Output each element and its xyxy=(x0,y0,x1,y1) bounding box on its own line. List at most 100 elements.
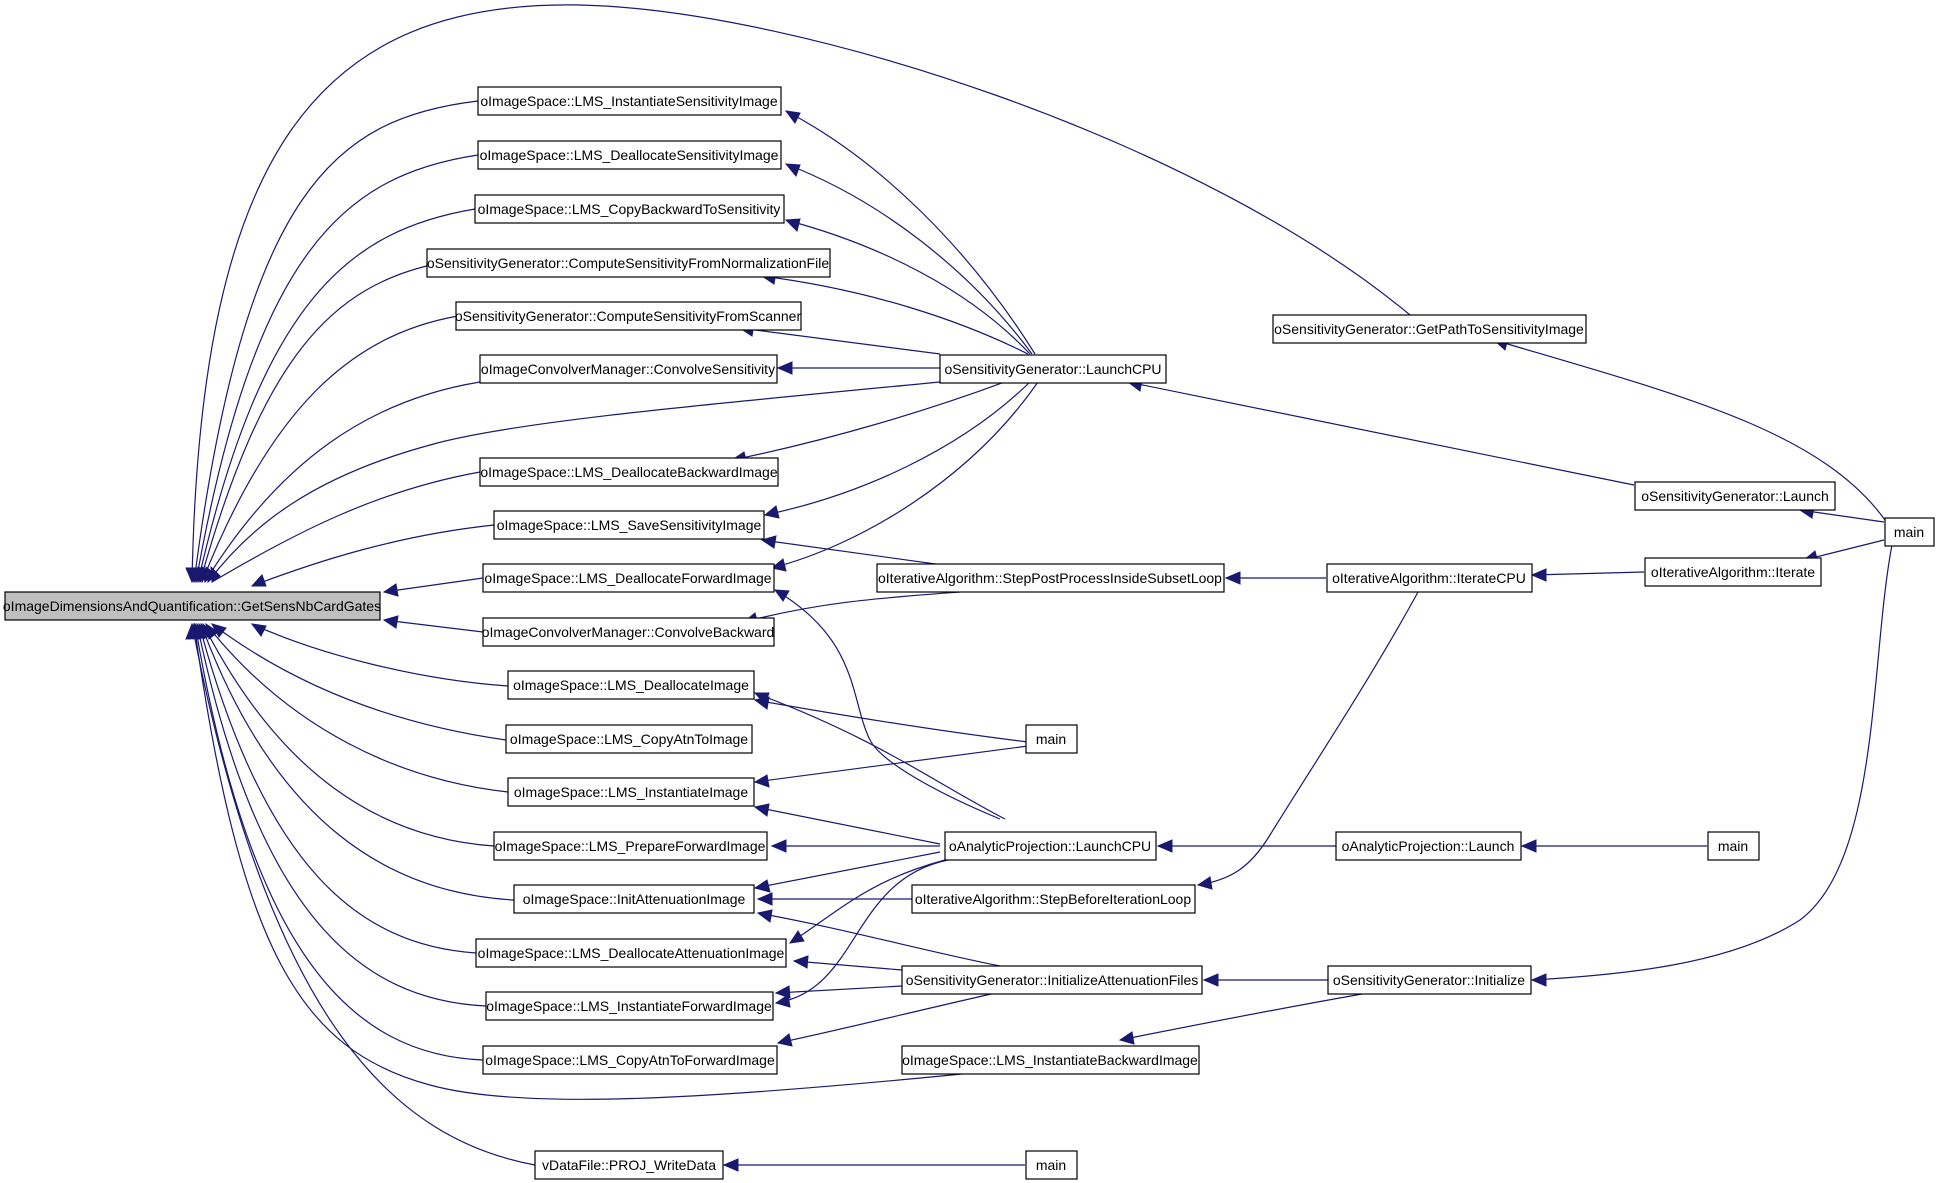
node-anaLaunch[interactable]: oAnalyticProjection::Launch xyxy=(1335,831,1522,861)
node-deallocAtn-label: oImageSpace::LMS_DeallocateAttenuationIm… xyxy=(478,945,785,961)
node-sensLaunch[interactable]: oSensitivityGenerator::Launch xyxy=(1634,481,1836,511)
node-main2-label: main xyxy=(1036,1157,1066,1173)
edge-main1-instImg xyxy=(753,745,1029,788)
edge-anaLaunchCPU-deallocImg xyxy=(753,692,1006,820)
node-iterCPU[interactable]: oIterativeAlgorithm::IterateCPU xyxy=(1326,563,1533,593)
node-compNorm[interactable]: oSensitivityGenerator::ComputeSensitivit… xyxy=(426,248,831,278)
node-main3-label: main xyxy=(1894,524,1924,540)
node-compScan[interactable]: oSensitivityGenerator::ComputeSensitivit… xyxy=(455,301,802,331)
node-instImg-label: oImageSpace::LMS_InstantiateImage xyxy=(514,784,748,800)
node-anaLaunch-label: oAnalyticProjection::Launch xyxy=(1342,838,1515,854)
edge-launchCPU-deallocSens xyxy=(784,163,1033,355)
node-deallocAtn[interactable]: oImageSpace::LMS_DeallocateAttenuationIm… xyxy=(475,938,787,968)
node-saveSens[interactable]: oImageSpace::LMS_SaveSensitivityImage xyxy=(493,510,765,540)
node-sensInit[interactable]: oSensitivityGenerator::Initialize xyxy=(1327,965,1532,995)
edge-stepPost-saveSens xyxy=(760,535,951,567)
node-convSens-label: oImageConvolverManager::ConvolveSensitiv… xyxy=(481,361,775,377)
node-iterate[interactable]: oIterativeAlgorithm::Iterate xyxy=(1644,557,1822,587)
edge-iterCPU-stepBefore xyxy=(1196,591,1419,890)
edge-anaLaunch-anaLaunchCPU xyxy=(1156,839,1336,853)
node-convSens[interactable]: oImageConvolverManager::ConvolveSensitiv… xyxy=(479,354,778,384)
edge-iterCPU-stepPost xyxy=(1224,571,1326,585)
edge-launchCPU-convSens xyxy=(776,361,940,375)
node-iterate-label: oIterativeAlgorithm::Iterate xyxy=(1651,564,1815,580)
node-prepFwd-label: oImageSpace::LMS_PrepareForwardImage xyxy=(495,838,766,854)
node-deallocImg[interactable]: oImageSpace::LMS_DeallocateImage xyxy=(507,670,755,700)
edge-stepBefore-initAtn xyxy=(756,892,912,906)
node-deallocBack[interactable]: oImageSpace::LMS_DeallocateBackwardImage xyxy=(479,457,779,487)
node-stepPost[interactable]: oIterativeAlgorithm::StepPostProcessInsi… xyxy=(876,563,1225,593)
node-copyBack-label: oImageSpace::LMS_CopyBackwardToSensitivi… xyxy=(478,201,781,217)
edge-launchCPU-deallocFwd xyxy=(770,381,1039,572)
edge-launchCPU-copyBack xyxy=(784,218,1031,355)
node-main1-label: main xyxy=(1036,731,1066,747)
edge-copyAtnImg-root xyxy=(210,623,507,741)
edge-iterate-iterCPU xyxy=(1530,568,1645,582)
node-main4[interactable]: main xyxy=(1707,831,1760,861)
node-anaLaunchCPU[interactable]: oAnalyticProjection::LaunchCPU xyxy=(944,831,1157,861)
node-initAtn-label: oImageSpace::InitAttenuationImage xyxy=(523,891,746,907)
node-copyAtnImg[interactable]: oImageSpace::LMS_CopyAtnToImage xyxy=(505,724,753,754)
node-root[interactable]: oImageDimensionsAndQuantification::GetSe… xyxy=(3,591,381,621)
node-copyAtnFwd[interactable]: oImageSpace::LMS_CopyAtnToForwardImage xyxy=(482,1045,778,1075)
node-instFwd[interactable]: oImageSpace::LMS_InstantiateForwardImage xyxy=(485,991,774,1021)
edge-deallocImg-root xyxy=(250,623,509,687)
edge-main2-projWrite xyxy=(722,1158,1025,1172)
node-instSens[interactable]: oImageSpace::LMS_InstantiateSensitivityI… xyxy=(477,86,782,116)
node-getPath[interactable]: oSensitivityGenerator::GetPathToSensitiv… xyxy=(1272,314,1587,344)
edge-initAtnFiles-deallocAtn xyxy=(792,955,903,971)
edge-deallocFwd-root xyxy=(382,577,484,597)
edge-instSens-root xyxy=(187,100,479,584)
node-instImg[interactable]: oImageSpace::LMS_InstantiateImage xyxy=(507,777,755,807)
edge-launchCPU-instSens xyxy=(784,110,1036,355)
node-compScan-label: oSensitivityGenerator::ComputeSensitivit… xyxy=(455,308,802,324)
edge-anaLaunchCPU-instImg xyxy=(753,803,941,845)
edge-sensInit-instBackImg xyxy=(1118,993,1363,1045)
edge-launchCPU-deallocBack xyxy=(730,379,1011,465)
edge-deallocAtn-root xyxy=(195,622,477,954)
edge-main4-anaLaunch xyxy=(1520,839,1707,853)
edge-getPath-root xyxy=(185,4,1411,584)
node-copyAtnFwd-label: oImageSpace::LMS_CopyAtnToForwardImage xyxy=(485,1052,775,1068)
edge-main1-deallocImg xyxy=(753,696,1029,743)
edge-anaLaunchCPU-deallocAtn xyxy=(788,859,946,944)
node-compNorm-label: oSensitivityGenerator::ComputeSensitivit… xyxy=(427,255,829,271)
edge-initAtnFiles-initAtn xyxy=(756,909,1001,967)
node-main3[interactable]: main xyxy=(1884,517,1935,547)
edge-convBack-root xyxy=(382,615,484,633)
node-main2[interactable]: main xyxy=(1025,1150,1078,1180)
edge-anaLaunchCPU-deallocFwd xyxy=(773,589,1001,820)
node-deallocSens-label: oImageSpace::LMS_DeallocateSensitivityIm… xyxy=(480,147,779,163)
edge-initAtnFiles-copyAtnFwd xyxy=(776,991,1001,1047)
edge-prepFwd-root xyxy=(202,622,495,847)
node-deallocFwd[interactable]: oImageSpace::LMS_DeallocateForwardImage xyxy=(482,563,775,593)
node-projWrite[interactable]: vDataFile::PROJ_WriteData xyxy=(534,1150,724,1180)
node-deallocBack-label: oImageSpace::LMS_DeallocateBackwardImage xyxy=(480,464,777,480)
node-convBack[interactable]: oImageConvolverManager::ConvolveBackward xyxy=(482,617,775,647)
edge-instImg-root xyxy=(205,622,509,793)
node-root-label: oImageDimensionsAndQuantification::GetSe… xyxy=(3,598,381,614)
node-instSens-label: oImageSpace::LMS_InstantiateSensitivityI… xyxy=(480,93,777,109)
edge-launchCPU-compNorm xyxy=(760,271,1029,355)
node-prepFwd[interactable]: oImageSpace::LMS_PrepareForwardImage xyxy=(493,831,768,861)
node-deallocSens[interactable]: oImageSpace::LMS_DeallocateSensitivityIm… xyxy=(477,140,782,170)
edge-convSens-root xyxy=(201,381,481,584)
node-stepBefore-label: oIterativeAlgorithm::StepBeforeIteration… xyxy=(915,891,1191,907)
edge-stepPost-convBack xyxy=(742,591,961,626)
node-deallocFwd-label: oImageSpace::LMS_DeallocateForwardImage xyxy=(484,570,771,586)
node-launchCPU[interactable]: oSensitivityGenerator::LaunchCPU xyxy=(939,354,1167,384)
node-initAtnFiles[interactable]: oSensitivityGenerator::InitializeAttenua… xyxy=(901,965,1203,995)
edge-launchCPU-saveSens xyxy=(763,381,1031,519)
node-initAtn[interactable]: oImageSpace::InitAttenuationImage xyxy=(513,884,755,914)
node-instBackImg[interactable]: oImageSpace::LMS_InstantiateBackwardImag… xyxy=(901,1045,1200,1075)
graph-edges xyxy=(185,4,1893,1172)
node-copyAtnImg-label: oImageSpace::LMS_CopyAtnToImage xyxy=(510,731,748,747)
node-copyBack[interactable]: oImageSpace::LMS_CopyBackwardToSensitivi… xyxy=(474,194,785,224)
edge-initAtnFiles-instFwd xyxy=(774,985,903,999)
node-main1[interactable]: main xyxy=(1025,724,1078,754)
node-saveSens-label: oImageSpace::LMS_SaveSensitivityImage xyxy=(497,517,762,533)
edge-anaLaunchCPU-prepFwd xyxy=(770,839,940,853)
graph-nodes: oImageDimensionsAndQuantification::GetSe… xyxy=(3,86,1935,1180)
node-stepBefore[interactable]: oIterativeAlgorithm::StepBeforeIteration… xyxy=(911,884,1196,914)
